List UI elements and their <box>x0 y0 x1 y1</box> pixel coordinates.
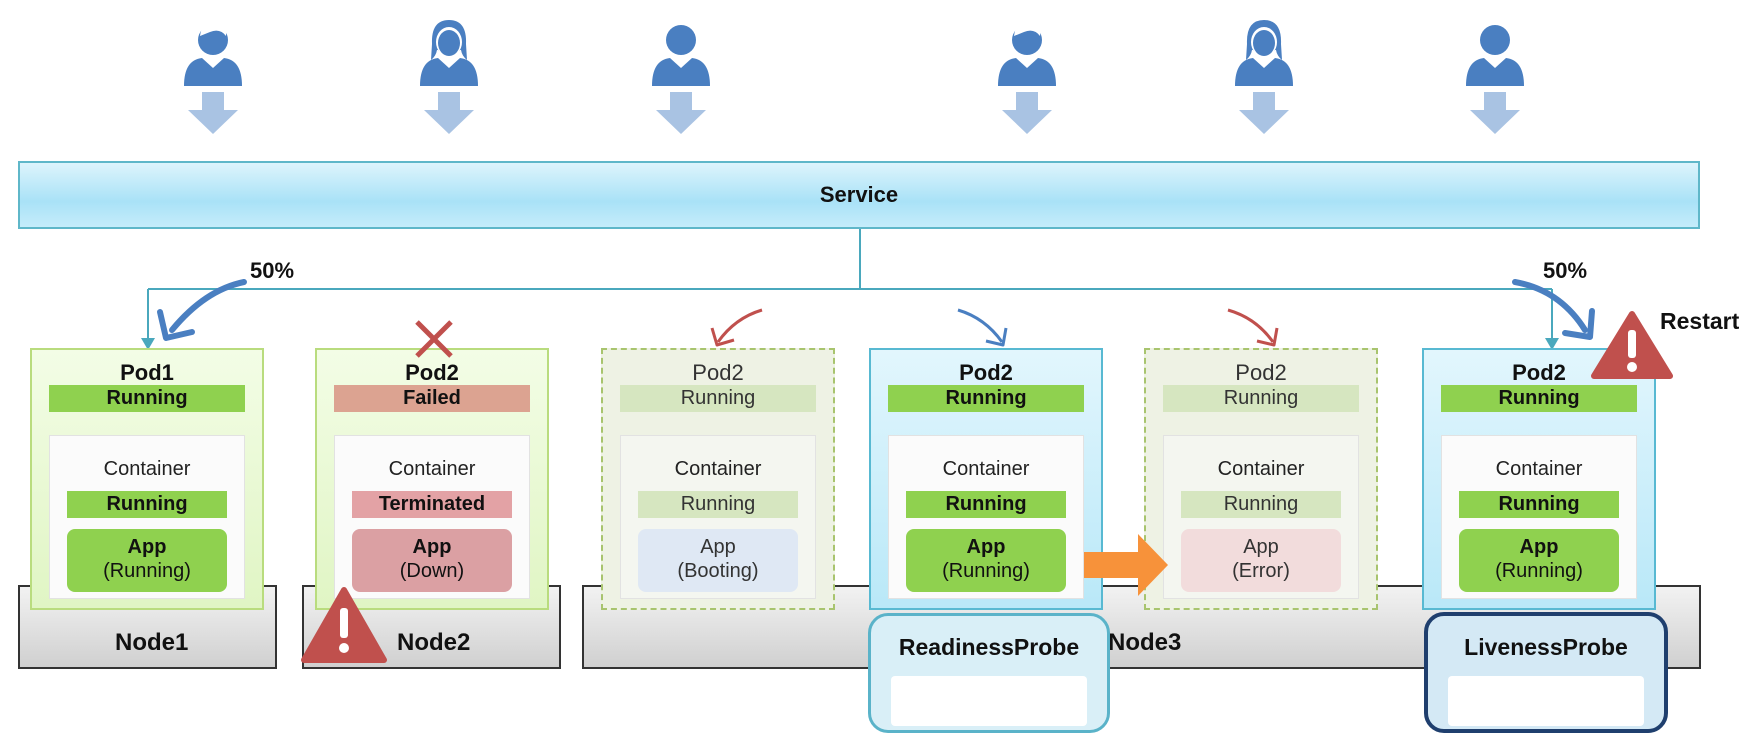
pod5-red-arrow <box>1227 308 1275 343</box>
app-box: App (Running) <box>67 529 227 592</box>
pod-name: Pod1 <box>120 360 174 385</box>
pod4-blue-arrowhead <box>985 327 1008 347</box>
container-title: Container <box>1495 458 1583 480</box>
node1-label: Node1 <box>115 629 189 656</box>
female-user-icon <box>420 20 478 134</box>
left-traffic-arrowhead <box>157 309 195 341</box>
pod2-restarted-card: Pod2 Running Container Running App (Runn… <box>1422 348 1656 610</box>
app-name: App <box>127 536 167 558</box>
container-box: Container Running App (Running) <box>888 435 1084 599</box>
container-box: Container Running App (Error) <box>1163 435 1359 599</box>
container-status-badge: Running <box>1181 491 1341 518</box>
readiness-probe-box: ReadinessProbe <box>868 613 1110 733</box>
user-figure <box>418 16 480 136</box>
pod5-red-arrowhead <box>1256 327 1279 347</box>
female-user-icon <box>1235 20 1293 134</box>
container-status-badge: Running <box>67 491 227 518</box>
container-status-badge: Terminated <box>352 491 512 518</box>
left-traffic-percent: 50% <box>250 258 295 283</box>
app-state: (Running) <box>942 560 1030 582</box>
app-state: (Down) <box>399 560 465 582</box>
app-name: App <box>966 536 1006 558</box>
pod3-red-arrow <box>716 308 763 343</box>
container-status-badge: Running <box>1459 491 1619 518</box>
pod2-error-card: Pod2 Running Container Running App (Erro… <box>1144 348 1378 610</box>
pod2-failed-card: Pod2 Failed Container Terminated App (Do… <box>315 348 549 610</box>
service-label: Service <box>819 182 899 207</box>
user-figure <box>996 16 1058 136</box>
app-name: App <box>1519 536 1559 558</box>
container-title: Container <box>942 458 1030 480</box>
liveness-probe-body <box>1448 676 1644 726</box>
pod1-card: Pod1 Running Container Running App (Runn… <box>30 348 264 610</box>
pod-name: Pod2 <box>1512 360 1566 385</box>
container-box: Container Terminated App (Down) <box>334 435 530 599</box>
user-figure <box>182 16 244 136</box>
container-status-badge: Running <box>638 491 798 518</box>
right-traffic-percent: 50% <box>1543 258 1588 283</box>
pod-status-badge: Running <box>1441 385 1637 412</box>
pod3-red-arrowhead <box>710 327 735 347</box>
app-box: App (Running) <box>906 529 1066 592</box>
node3-label: Node3 <box>1108 629 1182 656</box>
app-name: App <box>1243 536 1279 558</box>
app-name: App <box>412 536 452 558</box>
pod2-booting-card: Pod2 Running Container Running App (Boot… <box>601 348 835 610</box>
pod-status-badge: Running <box>1163 385 1359 412</box>
liveness-probe-box: LivenessProbe <box>1424 612 1668 733</box>
app-box: App (Down) <box>352 529 512 592</box>
app-box: App (Booting) <box>638 529 798 592</box>
pod-status-badge: Failed <box>334 385 530 412</box>
container-title: Container <box>103 458 191 480</box>
app-state: (Error) <box>1232 560 1290 582</box>
readiness-probe-title: ReadinessProbe <box>898 634 1080 660</box>
app-state: (Running) <box>103 560 191 582</box>
pod-name: Pod2 <box>1235 360 1287 385</box>
right-traffic-curve-arrow <box>1512 279 1588 333</box>
container-title: Container <box>388 458 476 480</box>
male-user-icon <box>184 21 242 134</box>
pod-name: Pod2 <box>692 360 744 385</box>
pod-name: Pod2 <box>405 360 459 385</box>
node2-label: Node2 <box>397 629 471 656</box>
pod2-ready-card: Pod2 Running Container Running App (Runn… <box>869 348 1103 610</box>
container-title: Container <box>1217 458 1305 480</box>
container-title: Container <box>674 458 762 480</box>
app-state: (Running) <box>1495 560 1583 582</box>
service-bar: Service <box>18 161 1700 229</box>
container-status-badge: Running <box>906 491 1066 518</box>
app-box: App (Running) <box>1459 529 1619 592</box>
pod4-blue-arrow <box>957 308 1004 343</box>
pod-name: Pod2 <box>959 360 1013 385</box>
liveness-probe-title: LivenessProbe <box>1464 634 1628 660</box>
container-box: Container Running App (Running) <box>1441 435 1637 599</box>
male-user-icon <box>998 21 1056 134</box>
user-figure <box>1233 16 1295 136</box>
user-figure <box>650 16 712 136</box>
left-traffic-curve-arrow <box>169 279 247 333</box>
pod-status-badge: Running <box>49 385 245 412</box>
app-name: App <box>700 536 736 558</box>
pod-status-badge: Running <box>620 385 816 412</box>
right-traffic-arrowhead <box>1562 308 1595 340</box>
restart-label: Restart <box>1660 308 1740 334</box>
user-icon <box>1466 25 1524 134</box>
app-state: (Booting) <box>677 560 759 582</box>
user-icon <box>652 25 710 134</box>
app-box: App (Error) <box>1181 529 1341 592</box>
pod-status-badge: Running <box>888 385 1084 412</box>
container-box: Container Running App (Running) <box>49 435 245 599</box>
user-figure <box>1464 16 1526 136</box>
readiness-probe-body <box>891 676 1087 726</box>
container-box: Container Running App (Booting) <box>620 435 816 599</box>
